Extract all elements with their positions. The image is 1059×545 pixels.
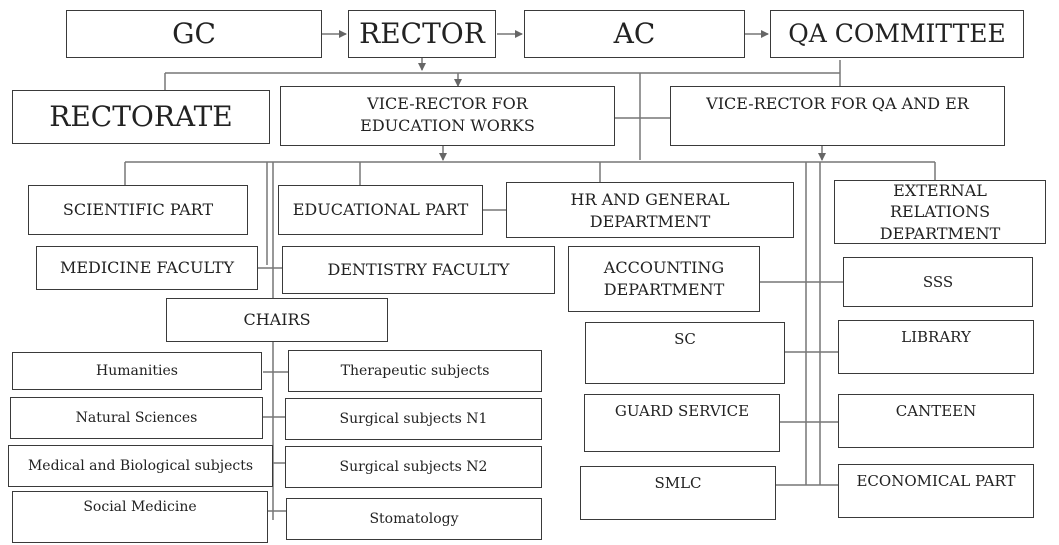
scientific-part-label: SCIENTIFIC PART: [62, 200, 214, 220]
med-bio-box: Medical and Biological subjects: [8, 445, 273, 487]
rector-label: RECTOR: [359, 17, 485, 51]
sss-label: SSS: [922, 272, 954, 291]
ac-box: AC: [524, 10, 745, 58]
vice-rector-education-box: VICE-RECTOR FOR EDUCATION WORKS: [280, 86, 615, 146]
medicine-faculty-box: MEDICINE FACULTY: [36, 246, 258, 290]
guard-service-label: GUARD SERVICE: [614, 402, 750, 420]
canteen-label: CANTEEN: [895, 402, 977, 420]
sc-label: SC: [674, 330, 696, 348]
external-relations-label: EXTERNAL RELATIONS DEPARTMENT: [879, 180, 1001, 243]
natural-sciences-label: Natural Sciences: [75, 409, 198, 426]
stomatology-label: Stomatology: [369, 510, 459, 527]
stomatology-box: Stomatology: [286, 498, 542, 540]
surgical-n1-label: Surgical subjects N1: [339, 410, 488, 427]
educational-part-label: EDUCATIONAL PART: [292, 200, 469, 220]
educational-part-box: EDUCATIONAL PART: [278, 185, 483, 235]
sss-box: SSS: [843, 257, 1033, 307]
surgical-n2-box: Surgical subjects N2: [285, 446, 542, 488]
hr-general-label: HR AND GENERAL DEPARTMENT: [570, 190, 730, 231]
therapeutic-label: Therapeutic subjects: [340, 362, 490, 379]
vice-rector-qa-er-box: VICE-RECTOR FOR QA AND ER: [670, 86, 1005, 146]
chairs-box: CHAIRS: [166, 298, 388, 342]
economical-part-box: ECONOMICAL PART: [838, 464, 1034, 518]
social-medicine-label: Social Medicine: [83, 499, 197, 515]
scientific-part-box: SCIENTIFIC PART: [28, 185, 248, 235]
surgical-n2-label: Surgical subjects N2: [339, 458, 488, 475]
rectorate-label: RECTORATE: [49, 100, 233, 134]
vice-rector-education-label: VICE-RECTOR FOR EDUCATION WORKS: [360, 94, 535, 135]
ac-label: AC: [613, 17, 656, 51]
accounting-box: ACCOUNTING DEPARTMENT: [568, 246, 760, 312]
gc-label: GC: [172, 17, 216, 51]
library-box: LIBRARY: [838, 320, 1034, 374]
gc-box: GC: [66, 10, 322, 58]
rector-box: RECTOR: [348, 10, 496, 58]
external-relations-box: EXTERNAL RELATIONS DEPARTMENT: [834, 180, 1046, 244]
guard-service-box: GUARD SERVICE: [584, 394, 780, 452]
smlc-box: SMLC: [580, 466, 776, 520]
library-label: LIBRARY: [901, 328, 971, 346]
economical-part-label: ECONOMICAL PART: [856, 472, 1016, 490]
dentistry-faculty-label: DENTISTRY FACULTY: [327, 260, 510, 280]
dentistry-faculty-box: DENTISTRY FACULTY: [282, 246, 555, 294]
sc-box: SC: [585, 322, 785, 384]
therapeutic-box: Therapeutic subjects: [288, 350, 542, 392]
canteen-box: CANTEEN: [838, 394, 1034, 448]
social-medicine-box: Social Medicine: [12, 491, 268, 543]
medicine-faculty-label: MEDICINE FACULTY: [59, 258, 235, 278]
med-bio-label: Medical and Biological subjects: [27, 457, 254, 474]
humanities-label: Humanities: [96, 362, 178, 379]
smlc-label: SMLC: [654, 474, 702, 492]
rectorate-box: RECTORATE: [12, 90, 270, 144]
chairs-label: CHAIRS: [243, 310, 311, 330]
hr-general-box: HR AND GENERAL DEPARTMENT: [506, 182, 794, 238]
surgical-n1-box: Surgical subjects N1: [285, 398, 542, 440]
accounting-label: ACCOUNTING DEPARTMENT: [603, 258, 725, 299]
vice-rector-qa-er-label: VICE-RECTOR FOR QA AND ER: [706, 94, 969, 113]
qa-committee-label: QA COMMITTEE: [788, 19, 1006, 49]
humanities-box: Humanities: [12, 352, 262, 390]
natural-sciences-box: Natural Sciences: [10, 397, 263, 439]
qa-committee-box: QA COMMITTEE: [770, 10, 1024, 58]
